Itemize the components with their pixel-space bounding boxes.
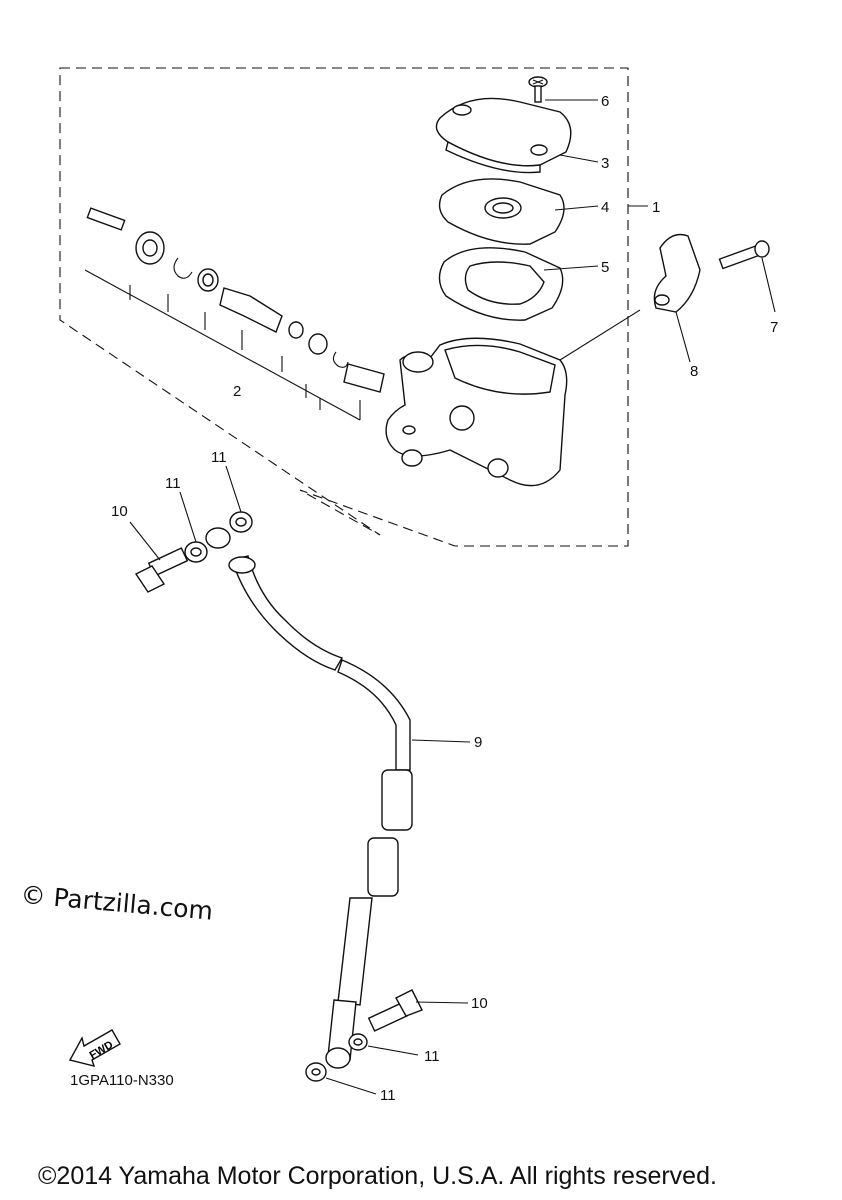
callout-8: 8 <box>690 363 698 380</box>
union-bolt-lower <box>367 989 423 1032</box>
callout-2: 2 <box>233 383 241 400</box>
callout-4: 4 <box>601 199 609 216</box>
holder-bolt <box>718 240 770 270</box>
callout-10-upper: 10 <box>111 503 128 520</box>
callout-6: 6 <box>601 93 609 110</box>
callout-7: 7 <box>770 319 778 336</box>
callout-1: 1 <box>652 199 660 216</box>
callout-3: 3 <box>601 155 609 172</box>
callout-11-lower-upper: 11 <box>424 1048 440 1065</box>
reservoir-cap <box>435 97 572 174</box>
lower-washers <box>305 1033 368 1082</box>
callout-11-lower-bottom: 11 <box>380 1087 396 1104</box>
diagram-code: 1GPA110-N330 <box>70 1072 174 1089</box>
piston-kit <box>86 207 385 393</box>
cap-screw <box>528 76 548 103</box>
lever-holder <box>653 233 701 313</box>
diaphragm <box>438 247 564 321</box>
callout-10-lower: 10 <box>471 995 488 1012</box>
callout-11-upper-left: 11 <box>165 475 181 492</box>
copyright-notice: ©2014 Yamaha Motor Corporation, U.S.A. A… <box>38 1162 717 1190</box>
callout-9: 9 <box>474 734 482 751</box>
diaphragm-plate <box>438 178 565 245</box>
master-cylinder-body <box>385 337 568 487</box>
assembly-boundary <box>59 67 629 547</box>
brake-hose <box>205 527 413 1069</box>
union-bolt-upper <box>134 547 189 593</box>
callout-5: 5 <box>601 259 609 276</box>
callout-11-upper-right: 11 <box>211 449 227 466</box>
fwd-arrow-icon: FWD <box>68 1029 121 1067</box>
